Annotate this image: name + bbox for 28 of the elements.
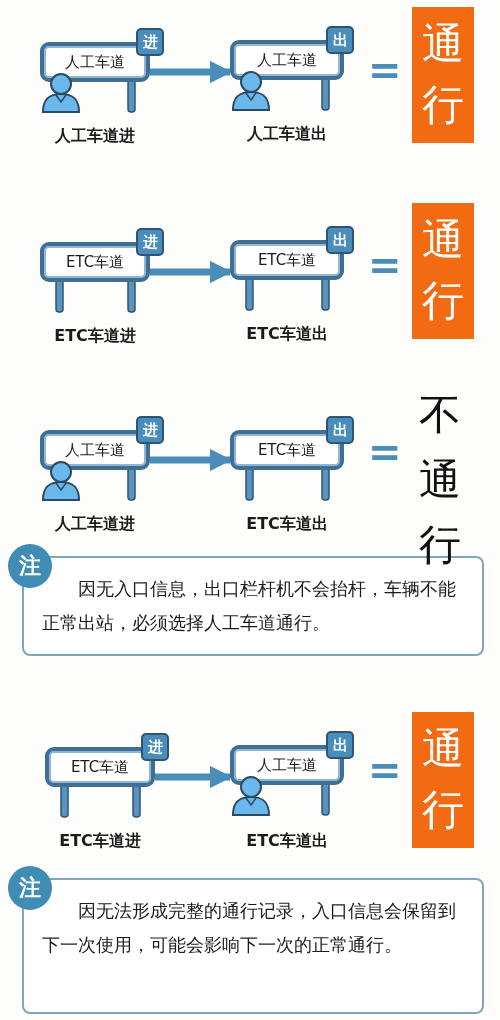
- sign-caption: ETC车道出: [245, 831, 329, 852]
- equals-sign: =: [368, 245, 402, 285]
- sign-badge: 进: [136, 28, 164, 56]
- arrow: [150, 60, 233, 84]
- sign-badge: 出: [326, 416, 354, 444]
- equals-sign: =: [368, 750, 402, 790]
- sign-badge: 进: [141, 733, 169, 761]
- sign-caption: 人工车道进: [54, 126, 136, 147]
- sign-badge: 进: [136, 228, 164, 256]
- result-box: 通行: [412, 203, 474, 339]
- sign-badge: 出: [326, 731, 354, 759]
- arrow: [150, 260, 233, 284]
- sign-badge: 出: [326, 226, 354, 254]
- result-box: 通行: [412, 7, 474, 143]
- equals-sign: =: [368, 50, 402, 90]
- sign-caption: 人工车道出: [246, 124, 328, 145]
- sign-caption: ETC车道出: [245, 324, 329, 345]
- result-box: 通行: [412, 712, 474, 848]
- sign-caption: ETC车道出: [245, 514, 329, 535]
- note-circle: 注: [8, 544, 52, 588]
- arrow: [155, 765, 233, 789]
- note-circle: 注: [8, 866, 52, 910]
- sign-badge: 进: [136, 416, 164, 444]
- equals-sign: =: [368, 432, 402, 472]
- sign-caption: ETC车道进: [53, 326, 137, 347]
- sign-caption: 人工车道进: [54, 514, 136, 535]
- sign-badge: 出: [326, 26, 354, 54]
- sign-caption: ETC车道进: [58, 831, 142, 852]
